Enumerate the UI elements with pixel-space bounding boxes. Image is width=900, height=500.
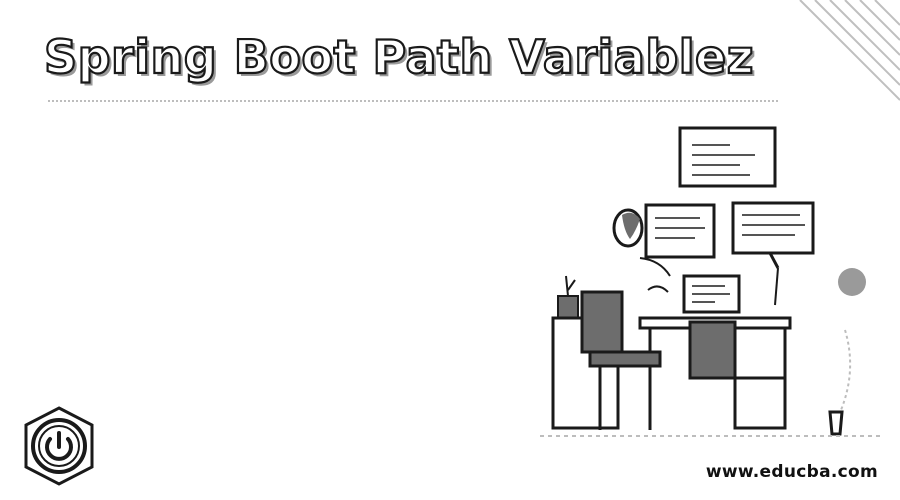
banner-title: Spring Boot Path Variablez xyxy=(43,29,755,85)
lamp-icon xyxy=(828,329,852,436)
right-monitor-icon xyxy=(731,201,815,306)
developer-desk-illustration xyxy=(540,0,900,437)
decorative-stripes xyxy=(799,0,900,101)
developer-figure xyxy=(612,208,671,293)
top-monitor-icon xyxy=(678,126,777,188)
plant-icon xyxy=(557,275,579,319)
left-monitor-icon xyxy=(644,203,716,259)
spring-boot-power-icon xyxy=(24,406,94,486)
site-watermark: www.educba.com xyxy=(705,462,878,482)
decorative-circle xyxy=(838,268,866,296)
laptop-icon xyxy=(682,274,741,314)
title-divider xyxy=(48,100,778,102)
chair-icon xyxy=(580,290,737,430)
